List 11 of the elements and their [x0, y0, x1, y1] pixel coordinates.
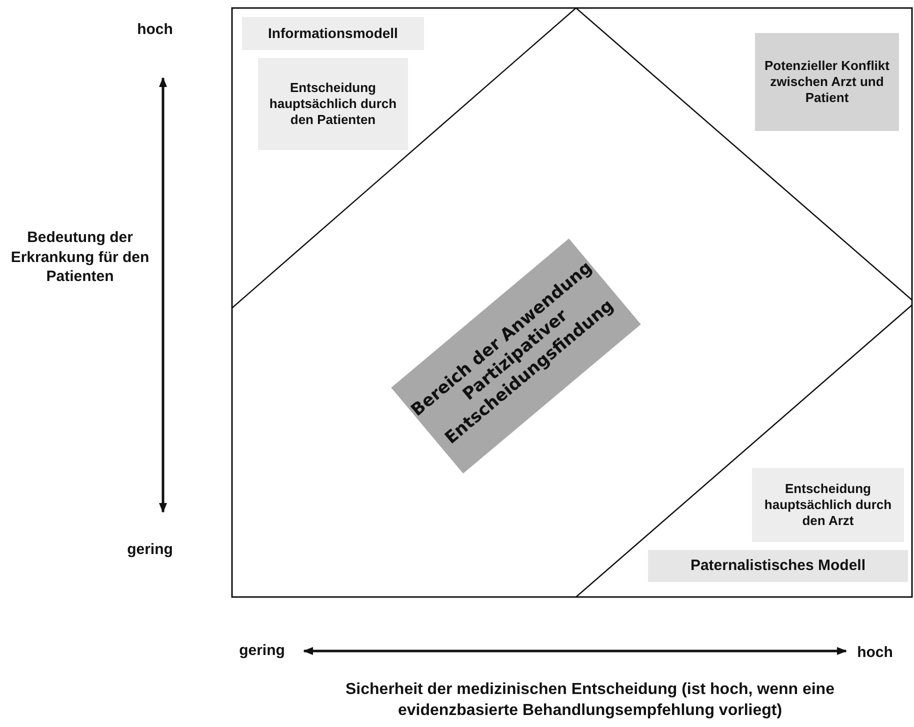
- text-box: Entscheidung hauptsächlich durch den Patienten: [258, 58, 408, 150]
- text-box: Entscheidung hauptsächlich durch den Arzt: [752, 468, 904, 542]
- axis-title: Bedeutung der Erkrankung für den Patienten: [10, 228, 150, 286]
- text-box: Potenzieller Konflikt zwischen Arzt und Patient: [755, 33, 899, 131]
- axis-end-label: gering: [126, 540, 174, 560]
- model-label: Paternalistisches Modell: [648, 550, 908, 582]
- axis-end-label: hoch: [856, 643, 894, 662]
- axis-end-label: hoch: [136, 20, 174, 40]
- axis-end-label: gering: [238, 641, 286, 660]
- model-label: Informationsmodell: [242, 17, 424, 50]
- axis-title: Sicherheit der medizinischen Entscheidung (ist hoch, wenn eine evidenzbasierte Behandlungsempfehlung vorliegt): [344, 680, 836, 721]
